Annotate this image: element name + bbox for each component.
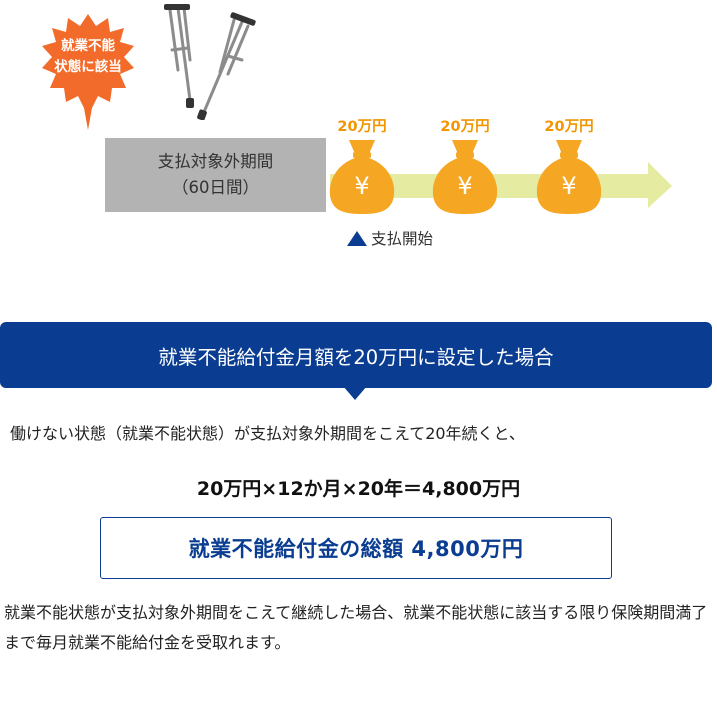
burst-badge-shape bbox=[42, 14, 134, 130]
badge-line1: 就業不能 bbox=[61, 38, 115, 54]
money-bag-icon: ¥ bbox=[329, 140, 395, 214]
payment-start-label: 支払開始 bbox=[347, 227, 433, 249]
payment-amount: 20万円 bbox=[337, 119, 387, 135]
explanation-text: 働けない状態（就業不能状態）が支払対象外期間をこえて20年続くと、 bbox=[10, 424, 525, 443]
waiting-period-days: （60日間） bbox=[172, 178, 259, 197]
waiting-period-title: 支払対象外期間 bbox=[157, 152, 274, 171]
yen-symbol: ¥ bbox=[561, 172, 576, 200]
money-bag-icon: ¥ bbox=[432, 140, 498, 214]
total-amount-box: 就業不能給付金の総額 4,800万円 bbox=[100, 517, 612, 579]
scenario-banner: 就業不能給付金月額を20万円に設定した場合 bbox=[0, 322, 712, 388]
money-bag-icon: ¥ bbox=[536, 140, 602, 214]
banner-pointer bbox=[343, 386, 367, 400]
badge-line2: 状態に該当 bbox=[54, 59, 122, 75]
total-amount-text: 就業不能給付金の総額 4,800万円 bbox=[188, 537, 524, 561]
status-badge: 就業不能 状態に該当 bbox=[48, 36, 128, 78]
calculation-formula: 20万円×12か月×20年＝4,800万円 bbox=[196, 478, 521, 500]
payment-amount: 20万円 bbox=[544, 119, 594, 135]
note-paragraph: 就業不能状態が支払対象外期間をこえて継続した場合、就業不能状態に該当する限り保険… bbox=[4, 603, 708, 652]
payment-amount: 20万円 bbox=[440, 119, 490, 135]
yen-symbol: ¥ bbox=[457, 172, 472, 200]
triangle-up-icon bbox=[347, 230, 367, 246]
yen-symbol: ¥ bbox=[354, 172, 369, 200]
waiting-period-box: 支払対象外期間 （60日間） bbox=[105, 138, 326, 212]
payment-start-text: 支払開始 bbox=[371, 230, 434, 248]
crutches-icon bbox=[164, 4, 256, 120]
banner-text: 就業不能給付金月額を20万円に設定した場合 bbox=[158, 345, 554, 369]
